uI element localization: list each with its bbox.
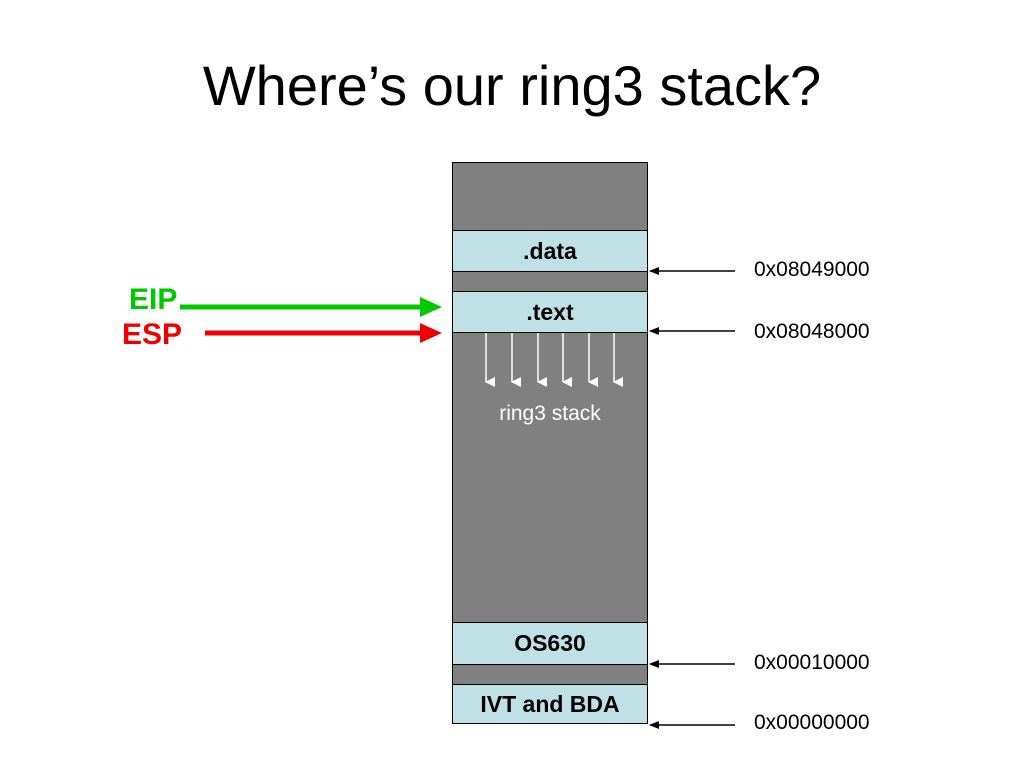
data-segment: .data [452,230,648,272]
esp-arrow [205,323,442,343]
text-segment: .text [452,291,648,333]
eip-label: EIP [129,283,178,316]
eip-arrow [180,297,442,317]
esp-label: ESP [122,318,183,351]
ivt-address-label: 0x00000000 [754,711,870,734]
os-address-label: 0x00010000 [754,651,870,674]
stack-growth-arrows [485,333,623,387]
ring3-stack-label: ring3 stack [499,402,601,425]
page-title: Where’s our ring3 stack? [202,54,822,117]
ivt-bda-segment: IVT and BDA [452,684,648,724]
data-address-label: 0x08049000 [754,258,870,281]
os630-segment: OS630 [452,622,648,665]
text-address-label: 0x08048000 [754,320,870,343]
